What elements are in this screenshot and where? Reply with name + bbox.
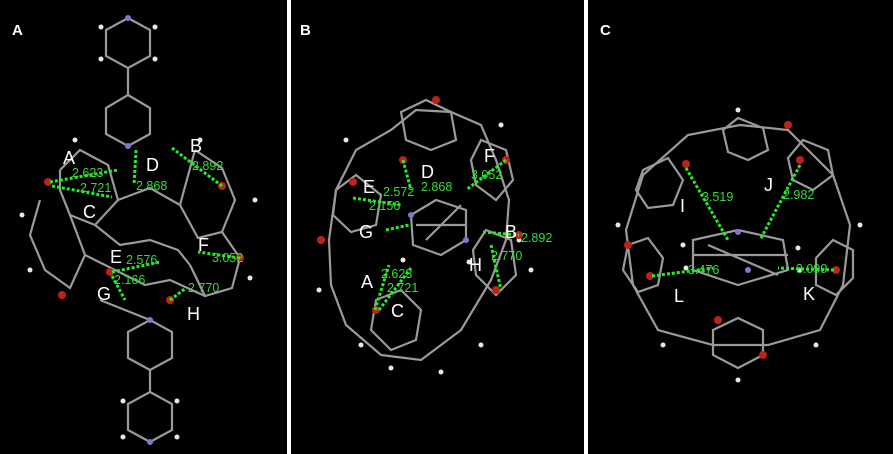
atom-label: K (803, 284, 815, 304)
panel-b: D F E G B H A C 2.572 2.868 3.052 2.156 … (291, 0, 584, 454)
atom-label: A (361, 272, 373, 292)
molecule-c: I J L K 3.519 2.982 3.476 3.099 (615, 107, 863, 383)
distance-label: 2.572 (383, 185, 414, 199)
distance-label: 2.721 (387, 281, 418, 295)
atom-label: D (146, 155, 159, 175)
distance-label: 3.052 (471, 168, 502, 182)
distance-label: 2.868 (136, 179, 167, 193)
distance-label: 3.099 (796, 262, 827, 276)
atom-label: E (363, 177, 375, 197)
distance-label: 3.052 (212, 251, 243, 265)
panel-letter: B (300, 22, 311, 39)
distance-label: 2.623 (72, 166, 103, 180)
distance-label: 2.576 (126, 253, 157, 267)
atom-label: L (674, 286, 684, 306)
distance-label: 3.519 (702, 190, 733, 204)
atom-label: A (63, 148, 75, 168)
atom-label: D (421, 162, 434, 182)
atom-label: B (505, 222, 517, 242)
atom-label: E (110, 247, 122, 267)
distance-label: 2.721 (80, 181, 111, 195)
distance-label: 2.166 (114, 273, 145, 287)
panel-letter: C (600, 22, 611, 39)
molecule-b: D F E G B H A C 2.572 2.868 3.052 2.156 … (316, 96, 552, 375)
atom-label: C (83, 202, 96, 222)
distance-label: 2.770 (188, 281, 219, 295)
panel-letter: A (12, 22, 23, 39)
distance-label: 2.892 (521, 231, 552, 245)
distance-label: 2.892 (192, 159, 223, 173)
distance-label: 2.156 (369, 199, 400, 213)
panel-c: I J L K 3.519 2.982 3.476 3.099 C (588, 0, 893, 454)
distance-label: 2.982 (783, 188, 814, 202)
atom-label: J (764, 175, 773, 195)
atom-label: C (391, 301, 404, 321)
molecule-a: A B C D E F G H 2.623 2.721 2.868 2.892 … (19, 15, 258, 445)
distance-label: 3.476 (688, 263, 719, 277)
distance-label: 2.770 (491, 249, 522, 263)
distance-label: 2.623 (381, 267, 412, 281)
atom-label: F (198, 235, 209, 255)
atom-label: H (469, 255, 482, 275)
atom-label: F (484, 146, 495, 166)
atom-label: H (187, 304, 200, 324)
atom-label: G (97, 284, 111, 304)
distance-label: 2.868 (421, 180, 452, 194)
panel-a: A B C D E F G H 2.623 2.721 2.868 2.892 … (0, 0, 287, 454)
atom-label: B (190, 136, 202, 156)
atom-label: G (359, 222, 373, 242)
atom-label: I (680, 196, 685, 216)
